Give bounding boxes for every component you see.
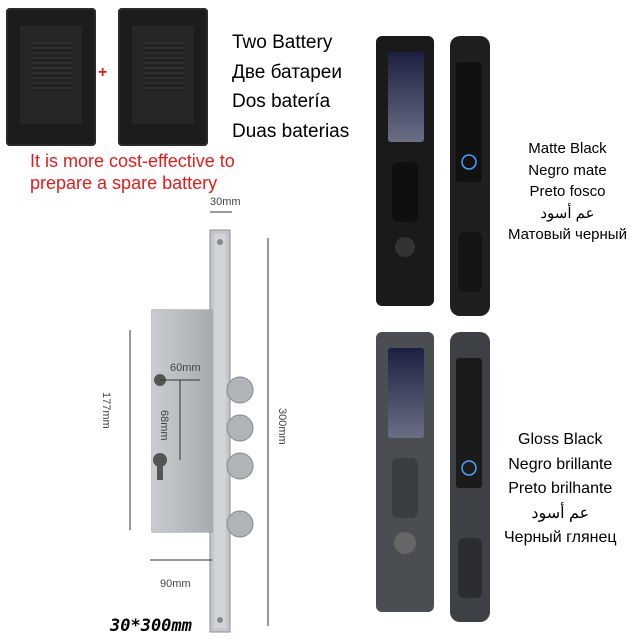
gloss-en: Gloss Black (518, 431, 603, 448)
size-label: 30*300mm (110, 616, 192, 636)
dim-left-height: 177mm (100, 392, 112, 429)
battery-image-2 (118, 8, 208, 146)
note-line-2: prepare a spare battery (30, 173, 218, 193)
gloss-black-lock-image (376, 332, 490, 622)
mortise-lock-diagram (129, 211, 269, 633)
note-line-1: It is more cost-effective to (30, 151, 235, 171)
matte-ru: Матовый черный (508, 226, 627, 243)
lang-english: Two Battery (232, 32, 333, 53)
matte-en: Matte Black (528, 140, 607, 157)
gloss-pt: Preto brilhante (508, 480, 613, 497)
spare-battery-note: It is more cost-effective to prepare a s… (30, 150, 235, 194)
gloss-ru: Черный глянец (504, 529, 617, 546)
battery-image-1 (6, 8, 96, 146)
dim-bottom-width: 90mm (160, 578, 191, 590)
plus-sign: + (98, 64, 108, 81)
dim-top-width: 30mm (210, 196, 241, 208)
bolt-4 (226, 510, 254, 538)
matte-pt: Preto fosco (529, 183, 606, 200)
dim-inner-width: 60mm (170, 362, 201, 374)
bolt-3 (226, 452, 254, 480)
gloss-finish-labels: Gloss Black Negro brillante Preto brilha… (504, 428, 617, 551)
bolt-2 (226, 414, 254, 442)
dim-inner-height: 68mm (158, 410, 170, 441)
matte-ar: عم أسود (540, 204, 595, 222)
gloss-es: Negro brillante (508, 455, 613, 473)
lang-portuguese: Duas baterias (232, 120, 350, 142)
gloss-ar: عم أسود (531, 504, 590, 522)
cylinder-hole (153, 453, 167, 467)
dim-total-height: 300mm (276, 408, 288, 445)
lang-russian: Две батареи (232, 61, 342, 83)
bolt-1 (226, 376, 254, 404)
matte-finish-labels: Matte Black Negro mate Preto fosco عم أس… (508, 138, 627, 246)
lang-spanish: Dos batería (232, 91, 331, 112)
matte-es: Negro mate (528, 161, 607, 179)
matte-black-lock-image (376, 36, 490, 316)
battery-language-list: Two Battery Две батареи Dos batería Duas… (232, 28, 349, 146)
